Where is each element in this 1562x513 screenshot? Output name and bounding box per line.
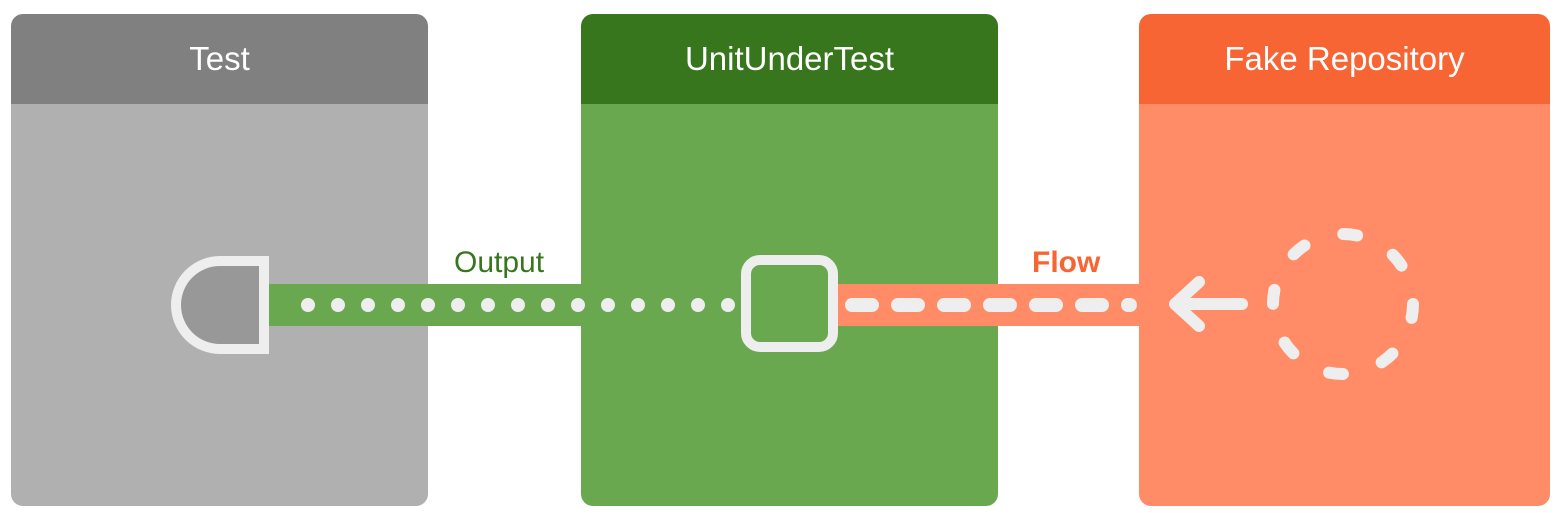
arrow-left-icon (1169, 276, 1248, 332)
fake-repository-panel-title: Fake Repository (1139, 14, 1550, 104)
square-node-icon (741, 255, 838, 352)
output-label: Output (454, 246, 545, 279)
dashed-circle-source-icon (1267, 228, 1419, 380)
flow-label: Flow (1032, 246, 1101, 279)
half-circle-receiver-icon (171, 256, 269, 354)
test-panel-title: Test (11, 14, 428, 104)
unit-under-test-panel-title: UnitUnderTest (581, 14, 998, 104)
